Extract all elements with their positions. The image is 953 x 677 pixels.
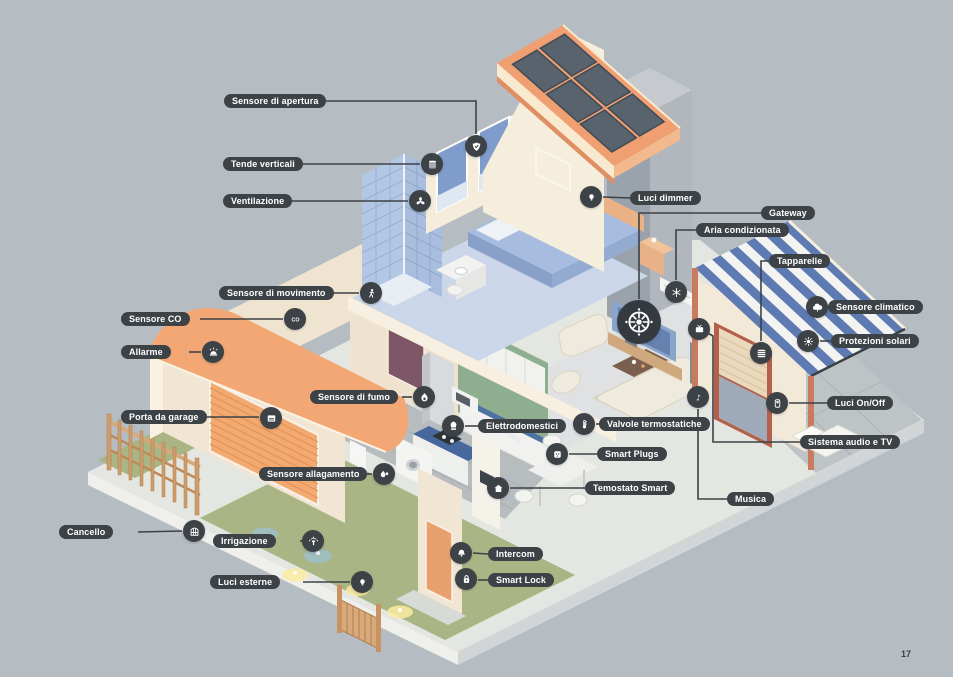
wooden-fence <box>106 413 201 516</box>
sprinkler-icon <box>302 530 324 552</box>
tv-icon <box>688 318 710 340</box>
label-sensore-climatico: Sensore climatico <box>828 300 923 314</box>
label-allarme: Allarme <box>121 345 171 359</box>
solar-roof <box>497 24 681 185</box>
power-plug-icon <box>546 443 568 465</box>
house-icon <box>487 477 509 499</box>
label-valvole: Valvole termostatiche <box>599 417 710 431</box>
cloud-icon <box>806 296 828 318</box>
label-ventilazione: Ventilazione <box>223 194 293 208</box>
thermometer-icon <box>573 413 595 435</box>
fan-icon <box>409 190 431 212</box>
label-intercom: Intercom <box>488 547 543 561</box>
doorbell-icon <box>450 542 472 564</box>
label-tende-verticali: Tende verticali <box>223 157 303 171</box>
label-termostato: Temostato Smart <box>585 481 676 495</box>
label-cancello: Cancello <box>59 525 114 539</box>
label-porta-garage: Porta da garage <box>121 410 207 424</box>
shield-check-icon <box>465 135 487 157</box>
label-elettrodomestici: Elettrodomestici <box>478 419 567 433</box>
padlock-icon <box>455 568 477 590</box>
label-luci-esterne: Luci esterne <box>210 575 281 589</box>
label-protezioni-solari: Protezioni solari <box>831 334 919 348</box>
motion-sensor-icon <box>360 282 382 304</box>
label-aria-condizionata: Aria condizionata <box>696 223 789 237</box>
svg-text:♪: ♪ <box>695 392 700 402</box>
label-irrigazione: Irrigazione <box>213 534 276 548</box>
lightbulb-icon <box>580 186 602 208</box>
label-luci-dimmer: Luci dimmer <box>630 191 701 205</box>
label-sensore-apertura: Sensore di apertura <box>224 94 327 108</box>
music-note-icon: ♪ <box>687 386 709 408</box>
label-sensore-co: Sensore CO <box>121 312 190 326</box>
blinds-icon <box>421 153 443 175</box>
water-drops-icon <box>373 463 395 485</box>
entry <box>396 432 598 625</box>
svg-text:CO: CO <box>291 317 299 323</box>
label-sensore-fumo: Sensore di fumo <box>310 390 399 404</box>
gateway-hub-icon <box>617 300 661 344</box>
light-switch-icon <box>766 392 788 414</box>
lightbulb-pin-icon <box>351 571 373 593</box>
roller-shutter-icon <box>750 342 772 364</box>
page-number: 17 <box>900 649 911 659</box>
siren-icon <box>202 341 224 363</box>
label-sensore-movimento: Sensore di movimento <box>219 286 334 300</box>
chef-hat-icon <box>442 415 464 437</box>
gate-icon <box>183 520 205 542</box>
label-sistema-audio-tv: Sistema audio e TV <box>800 435 901 449</box>
garden-gate <box>337 585 381 652</box>
label-gateway: Gateway <box>761 206 815 220</box>
sun-icon <box>797 330 819 352</box>
label-smart-lock: Smart Lock <box>488 573 555 587</box>
label-luci-onoff: Luci On/Off <box>827 396 894 410</box>
garage-door-icon <box>260 407 282 429</box>
label-smart-plugs: Smart Plugs <box>597 447 667 461</box>
label-tapparelle: Tapparelle <box>769 254 831 268</box>
flame-icon <box>413 386 435 408</box>
snowflake-icon <box>665 281 687 303</box>
label-sensore-allagamento: Sensore allagamento <box>259 467 368 481</box>
co-sensor-icon: CO <box>284 308 306 330</box>
label-musica: Musica <box>727 492 775 506</box>
leader-lines <box>137 100 831 583</box>
